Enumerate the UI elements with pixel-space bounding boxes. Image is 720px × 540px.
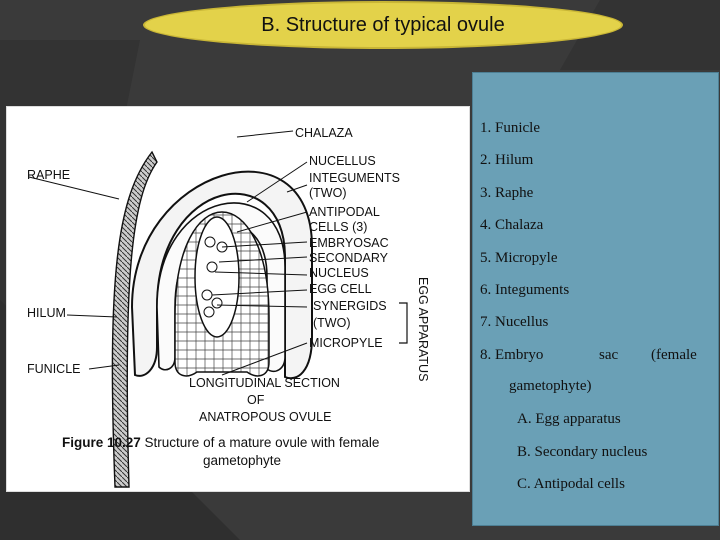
label-two-a: (TWO) <box>309 186 346 200</box>
label-synergids: SYNERGIDS <box>313 299 387 313</box>
figure-caption-line2: gametophyte <box>203 453 281 468</box>
list-item-gametophyte: gametophyte) <box>509 378 592 394</box>
label-embryosac: EMBRYOSAC <box>309 236 389 250</box>
section-title-line1: LONGITUDINAL SECTION <box>189 376 340 390</box>
label-micropyle: MICROPYLE <box>309 336 383 350</box>
figure-caption-line1: Figure 10.27 Structure of a mature ovule… <box>62 435 379 450</box>
list-item: 4. Chalaza <box>480 217 544 233</box>
label-egg-apparatus: EGG APPARATUS <box>416 277 430 381</box>
list-item: 3. Raphe <box>480 185 534 201</box>
label-chalaza: CHALAZA <box>295 126 353 140</box>
label-egg-cell: EGG CELL <box>309 282 372 296</box>
label-raphe: RAPHE <box>27 168 70 182</box>
label-nucleus: NUCLEUS <box>309 266 369 280</box>
parts-list: 1. Funicle 2. Hilum 3. Raphe 4. Chalaza … <box>472 72 719 526</box>
label-two-b: (TWO) <box>313 316 350 330</box>
list-item-female: (female <box>651 347 697 363</box>
list-item-sac: sac <box>599 347 619 363</box>
sublist-item: A. Egg apparatus <box>517 411 621 427</box>
ovule-diagram: CHALAZA RAPHE NUCELLUS INTEGUMENTS (TWO)… <box>27 126 430 488</box>
sublist-item: B. Secondary nucleus <box>517 444 648 460</box>
ovule-figure: CHALAZA RAPHE NUCELLUS INTEGUMENTS (TWO)… <box>6 106 470 492</box>
sublist-item: C. Antipodal cells <box>517 476 625 492</box>
list-item: 6. Integuments <box>480 282 570 298</box>
label-funicle: FUNICLE <box>27 362 80 376</box>
label-cells3: CELLS (3) <box>309 220 367 234</box>
label-integuments: INTEGUMENTS <box>309 171 400 185</box>
caption-figure-number: Figure 10.27 <box>62 435 141 450</box>
list-item: 7. Nucellus <box>480 314 549 330</box>
label-secondary: SECONDARY <box>309 251 389 265</box>
list-item: 5. Micropyle <box>480 250 558 266</box>
section-title-line2: OF <box>247 393 265 407</box>
list-item: 1. Funicle <box>480 120 540 136</box>
page-title: B. Structure of typical ovule <box>261 13 505 36</box>
list-item: 2. Hilum <box>480 152 534 168</box>
label-antipodal: ANTIPODAL <box>309 205 380 219</box>
section-title-line3: ANATROPOUS OVULE <box>199 410 331 424</box>
list-item-embryo: 8. Embryo <box>480 347 544 363</box>
caption-text: Structure of a mature ovule with female <box>141 435 380 450</box>
title-banner: B. Structure of typical ovule <box>143 1 623 49</box>
label-hilum: HILUM <box>27 306 66 320</box>
label-nucellus: NUCELLUS <box>309 154 376 168</box>
